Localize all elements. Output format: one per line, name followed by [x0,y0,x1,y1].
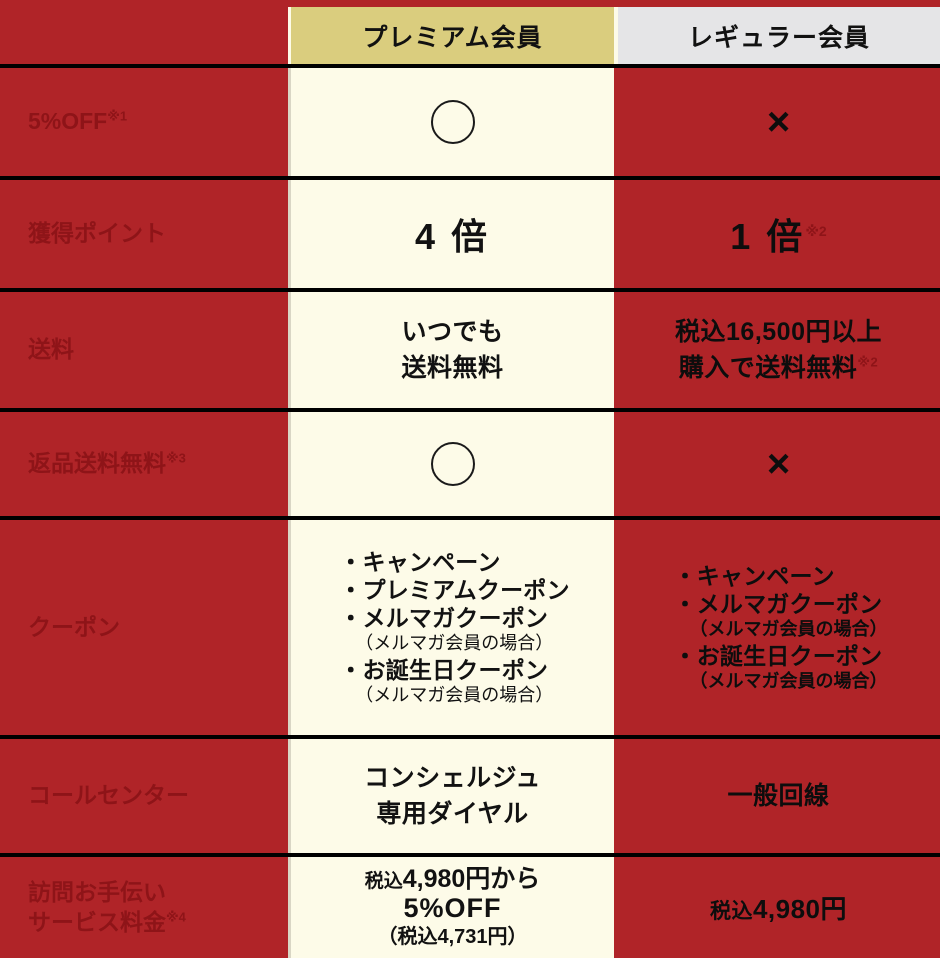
cell-premium-points: 4 倍 [288,180,614,288]
cell-regular-5-percent-off: × [614,68,940,176]
row-label-footnote: ※3 [166,450,186,466]
regular-coupon-list: ・キャンペーン ・メルマガクーポン （メルマガ会員の場合） ・お誕生日クーポン … [670,562,888,693]
table-header: プレミアム会員 レギュラー会員 [0,0,940,64]
list-item: ・メルマガクーポン [673,591,883,618]
table-body: 5%OFF※1 × 獲得ポイント 4 倍 [0,64,940,958]
premium-fee-amount: 4,980円から [402,864,541,893]
regular-shipping-line-2-wrap: 購入で送料無料※2 [679,350,878,386]
list-item: ・お誕生日クーポン [339,656,549,683]
circle-icon [430,100,475,144]
row-label-text-line-2: サービス料金 [28,908,166,935]
regular-fee-amount: 4,980円 [752,894,848,924]
cross-icon: × [766,100,791,144]
regular-call-center-line-1: 一般回線 [727,781,830,810]
list-item: ・キャンペーン [673,563,835,590]
regular-shipping-line-1: 税込16,500円以上 [675,317,882,346]
cell-regular-call-center: 一般回線 [614,739,940,853]
regular-points-footnote: ※2 [805,223,827,239]
regular-fee-line: 税込4,980円 [710,889,847,926]
row-label-text: クーポン [28,613,120,640]
table-row: 返品送料無料※3 × [0,408,940,516]
table-row: 獲得ポイント 4 倍 1 倍※2 [0,176,940,288]
row-label-shipping: 送料 [0,292,288,408]
cell-premium-5-percent-off [288,68,614,176]
header-column-premium: プレミアム会員 [288,7,614,64]
cell-regular-coupon: ・キャンペーン ・メルマガクーポン （メルマガ会員の場合） ・お誕生日クーポン … [614,520,940,735]
row-label-points: 獲得ポイント [0,180,288,288]
row-label-footnote: ※1 [107,108,128,124]
regular-points-value: 1 倍 [730,216,806,257]
row-label-return-shipping: 返品送料無料※3 [0,412,288,516]
list-item: ・お誕生日クーポン [673,642,883,669]
premium-fee-line-2: 5%OFF [403,893,502,924]
cell-regular-shipping: 税込16,500円以上 購入で送料無料※2 [614,292,940,408]
header-blank-cell [0,0,288,64]
cell-regular-visit-service-fee: 税込4,980円 [614,857,940,958]
table-row: 訪問お手伝い サービス料金※4 税込4,980円から 5%OFF （税込4,73… [0,853,940,958]
cross-icon: × [766,442,791,486]
regular-shipping-line-2: 購入で送料無料 [678,354,858,382]
regular-fee-tax-label: 税込 [709,900,753,923]
cell-premium-call-center: コンシェルジュ 専用ダイヤル [288,739,614,853]
premium-fee-line-3: （税込4,731円） [377,926,528,949]
row-label-footnote: ※4 [166,908,186,924]
table-row: 送料 いつでも 送料無料 税込16,500円以上 購入で送料無料※2 [0,288,940,408]
list-item: ・プレミアムクーポン [339,577,570,604]
premium-points-value: 4 倍 [414,216,491,257]
row-label-call-center: コールセンター [0,739,288,853]
row-label-text-line-2-wrap: サービス料金※4 [28,908,186,937]
premium-call-center-line-2: 専用ダイヤル [376,800,529,828]
cell-premium-coupon: ・キャンペーン ・プレミアムクーポン ・メルマガクーポン （メルマガ会員の場合）… [288,520,614,735]
circle-icon [430,442,475,486]
premium-shipping-line-2: 送料無料 [401,354,504,382]
header-column-regular: レギュラー会員 [614,7,940,64]
regular-shipping-footnote: ※2 [857,354,879,370]
header-regular-label: レギュラー会員 [687,23,870,52]
row-label-text: コールセンター [28,782,189,809]
row-label-coupon: クーポン [0,520,288,735]
row-label-text-line-1: 訪問お手伝い [28,879,166,906]
table-row: 5%OFF※1 × [0,64,940,176]
premium-fee-line-1: 税込4,980円から [365,865,541,894]
list-item-note: （メルマガ会員の場合） [355,684,554,705]
row-label-text: 5%OFF [28,108,108,135]
cell-premium-shipping: いつでも 送料無料 [288,292,614,408]
list-item-note: （メルマガ会員の場合） [689,670,888,691]
premium-fee-tax-label: 税込 [364,870,403,892]
cell-premium-return-shipping [288,412,614,516]
row-label-5-percent-off: 5%OFF※1 [0,68,288,176]
table-row: コールセンター コンシェルジュ 専用ダイヤル 一般回線 [0,735,940,853]
list-item-note: （メルマガ会員の場合） [355,633,554,654]
table-row: クーポン ・キャンペーン ・プレミアムクーポン ・メルマガクーポン （メルマガ会… [0,516,940,735]
cell-premium-visit-service-fee: 税込4,980円から 5%OFF （税込4,731円） [288,857,614,958]
premium-coupon-list: ・キャンペーン ・プレミアムクーポン ・メルマガクーポン （メルマガ会員の場合）… [335,548,569,707]
header-premium-label: プレミアム会員 [362,23,543,52]
row-label-text: 送料 [28,336,74,363]
cell-regular-return-shipping: × [614,412,940,516]
row-label-text: 獲得ポイント [28,220,166,247]
premium-call-center-line-1: コンシェルジュ [364,763,541,792]
list-item: ・キャンペーン [339,549,501,576]
row-label-visit-service-fee: 訪問お手伝い サービス料金※4 [0,857,288,958]
cell-regular-points: 1 倍※2 [614,180,940,288]
list-item-note: （メルマガ会員の場合） [689,619,888,640]
row-label-text: 返品送料無料 [28,450,166,477]
premium-shipping-line-1: いつでも [401,317,504,346]
list-item: ・メルマガクーポン [339,605,549,632]
